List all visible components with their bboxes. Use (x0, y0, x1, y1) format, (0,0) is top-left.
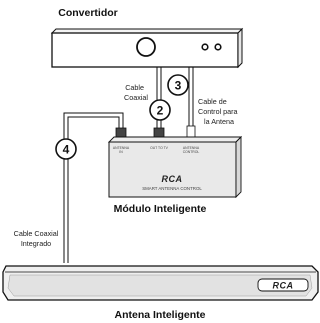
integrated-coax-label: Cable Coaxial (14, 229, 59, 238)
smart-antenna-box: RCA (2, 265, 319, 301)
antenna-brand-plate (257, 278, 309, 292)
smart-antenna-label: Antena Inteligente (114, 309, 205, 321)
port-out-to-tv-label: OUT TO TV (150, 146, 169, 150)
svg-text:4: 4 (63, 143, 70, 157)
svg-text:3: 3 (175, 79, 182, 93)
power-knob-icon (136, 37, 156, 57)
integrated-coax-label-2: Integrado (21, 239, 51, 248)
module-caption: SMART ANTENNA CONTROL (142, 186, 202, 191)
svg-text:2: 2 (157, 104, 164, 118)
antenna-brand-logo: RCA (273, 281, 294, 291)
indicator-light-icon (214, 43, 222, 51)
coax-cable-label-2: Coaxial (124, 93, 148, 102)
control-cable-label-3: la Antena (204, 117, 234, 126)
control-cable-label: Cable de (198, 97, 227, 106)
smart-module-label: Módulo Inteligente (114, 203, 207, 215)
port-antenna-in-label-2: IN (119, 150, 123, 154)
step-badge-3: 3 (167, 74, 189, 96)
step-badge-2: 2 (149, 99, 171, 121)
converter-label: Convertidor (58, 7, 118, 19)
control-cable-label-2: Control para (198, 107, 238, 116)
cables (63, 67, 194, 263)
coax-cable-label: Cable (125, 83, 144, 92)
port-antenna-control-label: ANTENNA (183, 146, 200, 150)
indicator-light-icon (201, 43, 209, 51)
smart-module-box: ANTENNA IN OUT TO TV ANTENNA CONTROL RCA… (107, 135, 243, 199)
module-brand-logo: RCA (162, 174, 183, 184)
converter-box (50, 27, 244, 69)
port-antenna-control-label-2: CONTROL (183, 150, 200, 154)
step-badge-4: 4 (55, 138, 77, 160)
port-antenna-in-label: ANTENNA (113, 146, 130, 150)
